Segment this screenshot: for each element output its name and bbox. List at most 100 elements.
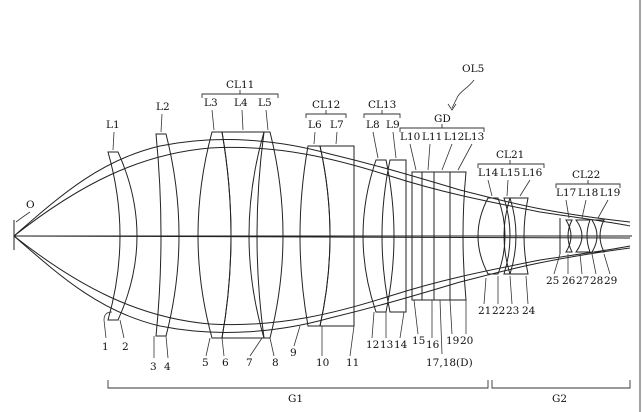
leader-s28: [591, 253, 597, 275]
leader-L13: [457, 143, 473, 171]
label-L16: L16: [522, 167, 543, 179]
surface-4: 4: [164, 361, 171, 373]
surface-12: 12: [366, 339, 379, 351]
leader-s17-18: [439, 299, 443, 355]
leader-s7: [249, 337, 263, 357]
leader-s4: [165, 335, 169, 359]
leader-s6: [221, 337, 225, 357]
surface-24: 24: [522, 305, 536, 317]
lens-L7: [319, 145, 355, 327]
surface-16: 16: [426, 339, 440, 351]
figure-name-arrow: [451, 79, 475, 109]
lens-L1: [107, 151, 138, 321]
surface-13: 13: [380, 339, 393, 351]
label-L8: L8: [366, 119, 380, 131]
label-L5: L5: [258, 97, 272, 109]
leader-L16: [519, 179, 531, 197]
label-L4: L4: [234, 97, 248, 109]
label-L18: L18: [578, 187, 598, 199]
object-point-leader: [15, 211, 31, 223]
surface-21: 21: [478, 305, 491, 317]
surface-10: 10: [316, 357, 329, 369]
leader-s9: [293, 325, 301, 347]
bracket-CL12: [305, 110, 347, 118]
bracket-CL13: [363, 110, 401, 118]
lens-L2: [155, 133, 180, 337]
surface-27: 27: [576, 275, 589, 287]
surface-20: 20: [460, 335, 473, 347]
leader-L9: [392, 131, 397, 159]
leader-L14: [487, 179, 493, 197]
bracket-G1: [107, 380, 489, 389]
surface-3: 3: [150, 361, 157, 373]
surface-17-18-D: 17,18(D): [426, 357, 473, 369]
leader-s29: [603, 253, 611, 275]
label-CL11: CL11: [226, 79, 254, 91]
surface-29: 29: [604, 275, 617, 287]
leader-s23: [509, 275, 513, 305]
leader-s1: [103, 311, 113, 339]
marginal-ray-upper: [13, 139, 631, 237]
bracket-CL21: [477, 160, 545, 168]
surface-26: 26: [562, 275, 576, 287]
surface-14: 14: [394, 339, 408, 351]
leader-s8: [269, 337, 275, 357]
leader-L5: [265, 109, 269, 131]
lens-L17: [565, 219, 573, 253]
label-L15: L15: [500, 167, 520, 179]
surface-11: 11: [346, 357, 359, 369]
lens-L16: [509, 197, 529, 275]
label-G2: G2: [552, 393, 567, 405]
lens-L14: [477, 197, 506, 275]
bracket-CL11: [201, 90, 279, 98]
surface-6: 6: [222, 357, 229, 369]
leader-L12: [441, 143, 453, 171]
leader-L10: [409, 143, 417, 171]
bracket-G2: [491, 380, 631, 389]
lens-L5: [256, 131, 284, 339]
lens-L9: [381, 159, 407, 313]
surface-5: 5: [202, 357, 209, 369]
label-L13: L13: [464, 131, 484, 143]
leader-L17: [565, 199, 570, 219]
label-L14: L14: [478, 167, 499, 179]
label-L12: L12: [444, 131, 464, 143]
label-L3: L3: [204, 97, 218, 109]
leader-L3: [211, 109, 215, 131]
leader-L15: [506, 179, 509, 197]
surface-9: 9: [290, 347, 297, 359]
label-CL13: CL13: [368, 99, 396, 111]
surface-28: 28: [590, 275, 603, 287]
leader-s11: [349, 325, 355, 357]
label-L17: L17: [556, 187, 576, 199]
surface-1: 1: [102, 341, 109, 353]
leader-L11: [427, 143, 431, 171]
leader-L4: [241, 109, 244, 131]
surface-23: 23: [506, 305, 519, 317]
leader-L2: [160, 113, 163, 133]
leader-s25: [553, 253, 561, 275]
surface-7: 7: [246, 357, 253, 369]
label-CL12: CL12: [312, 99, 340, 111]
leader-L6: [313, 131, 316, 145]
surface-2: 2: [122, 341, 129, 353]
label-L6: L6: [308, 119, 322, 131]
lens-L3: [197, 131, 232, 339]
leader-s2: [119, 319, 125, 339]
surface-15: 15: [412, 335, 425, 347]
chief-ray: [13, 235, 631, 239]
leader-s15: [413, 299, 419, 335]
leader-s5: [205, 337, 211, 357]
field-ray-upper: [13, 146, 631, 237]
surface-19: 19: [446, 335, 459, 347]
field-ray-lower: [13, 235, 631, 326]
leader-L19: [597, 199, 609, 219]
lens-L4: [221, 131, 265, 339]
label-L10: L10: [400, 131, 420, 143]
label-L9: L9: [386, 119, 400, 131]
leader-L7: [335, 131, 338, 145]
bracket-GD: [399, 124, 485, 132]
marginal-ray-lower: [13, 235, 631, 333]
